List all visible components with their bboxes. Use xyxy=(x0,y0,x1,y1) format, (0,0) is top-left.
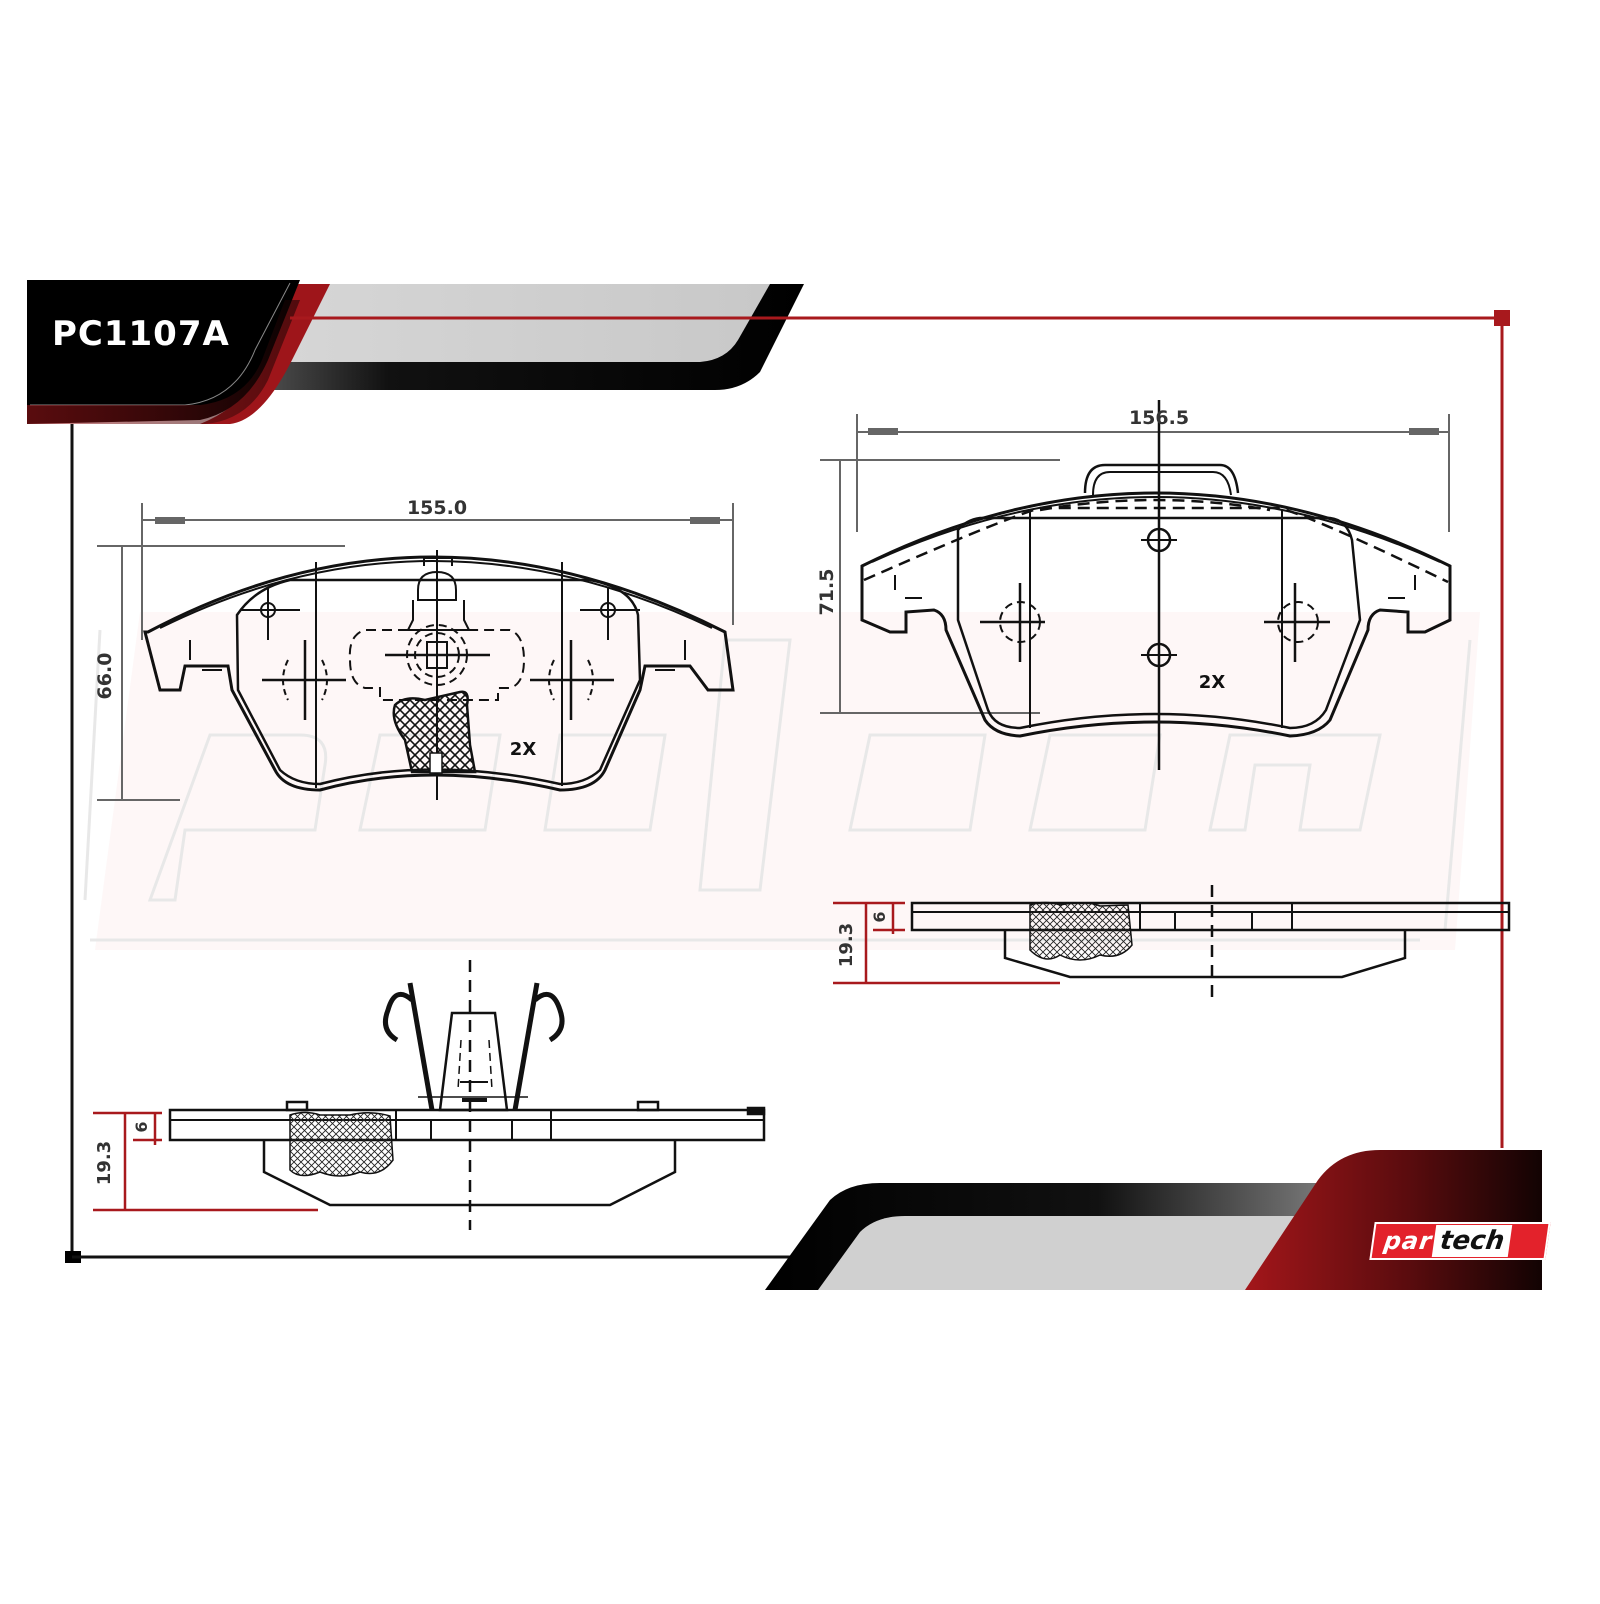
bottom-banner xyxy=(765,1150,1542,1290)
height-dimension-66 xyxy=(97,545,345,801)
width-dimension-155 xyxy=(141,503,734,640)
thickness-dimensions xyxy=(93,1111,318,1212)
right-backplate-thickness-label: 6 xyxy=(870,911,889,922)
top-banner xyxy=(27,280,804,424)
right-total-thickness-label: 19.3 xyxy=(836,923,857,967)
left-total-thickness-label: 19.3 xyxy=(94,1141,115,1185)
thickness-dimensions xyxy=(833,901,1060,985)
left-quantity-label: 2X xyxy=(510,739,537,760)
left-pad-front-view xyxy=(97,503,735,801)
partech-watermark xyxy=(83,612,1480,950)
width-dimension-156-5 xyxy=(856,414,1450,532)
right-width-dim-label: 156.5 xyxy=(1129,407,1189,429)
right-pad-front-view xyxy=(820,400,1452,770)
partech-logo: par tech xyxy=(1369,1222,1551,1260)
left-width-dim-label: 155.0 xyxy=(407,497,467,519)
right-quantity-label: 2X xyxy=(1199,672,1226,693)
left-backplate-thickness-label: 6 xyxy=(132,1121,151,1132)
left-height-dim-label: 66.0 xyxy=(94,653,116,700)
height-dimension-71-5 xyxy=(820,459,1060,714)
right-height-dim-label: 71.5 xyxy=(816,569,838,616)
part-number-title: PC1107A xyxy=(52,314,230,354)
logo-text-par: par xyxy=(1382,1227,1435,1255)
right-pad-side-view xyxy=(833,885,1511,1003)
left-pad-side-view xyxy=(93,960,766,1230)
logo-text-tech: tech xyxy=(1431,1225,1513,1257)
